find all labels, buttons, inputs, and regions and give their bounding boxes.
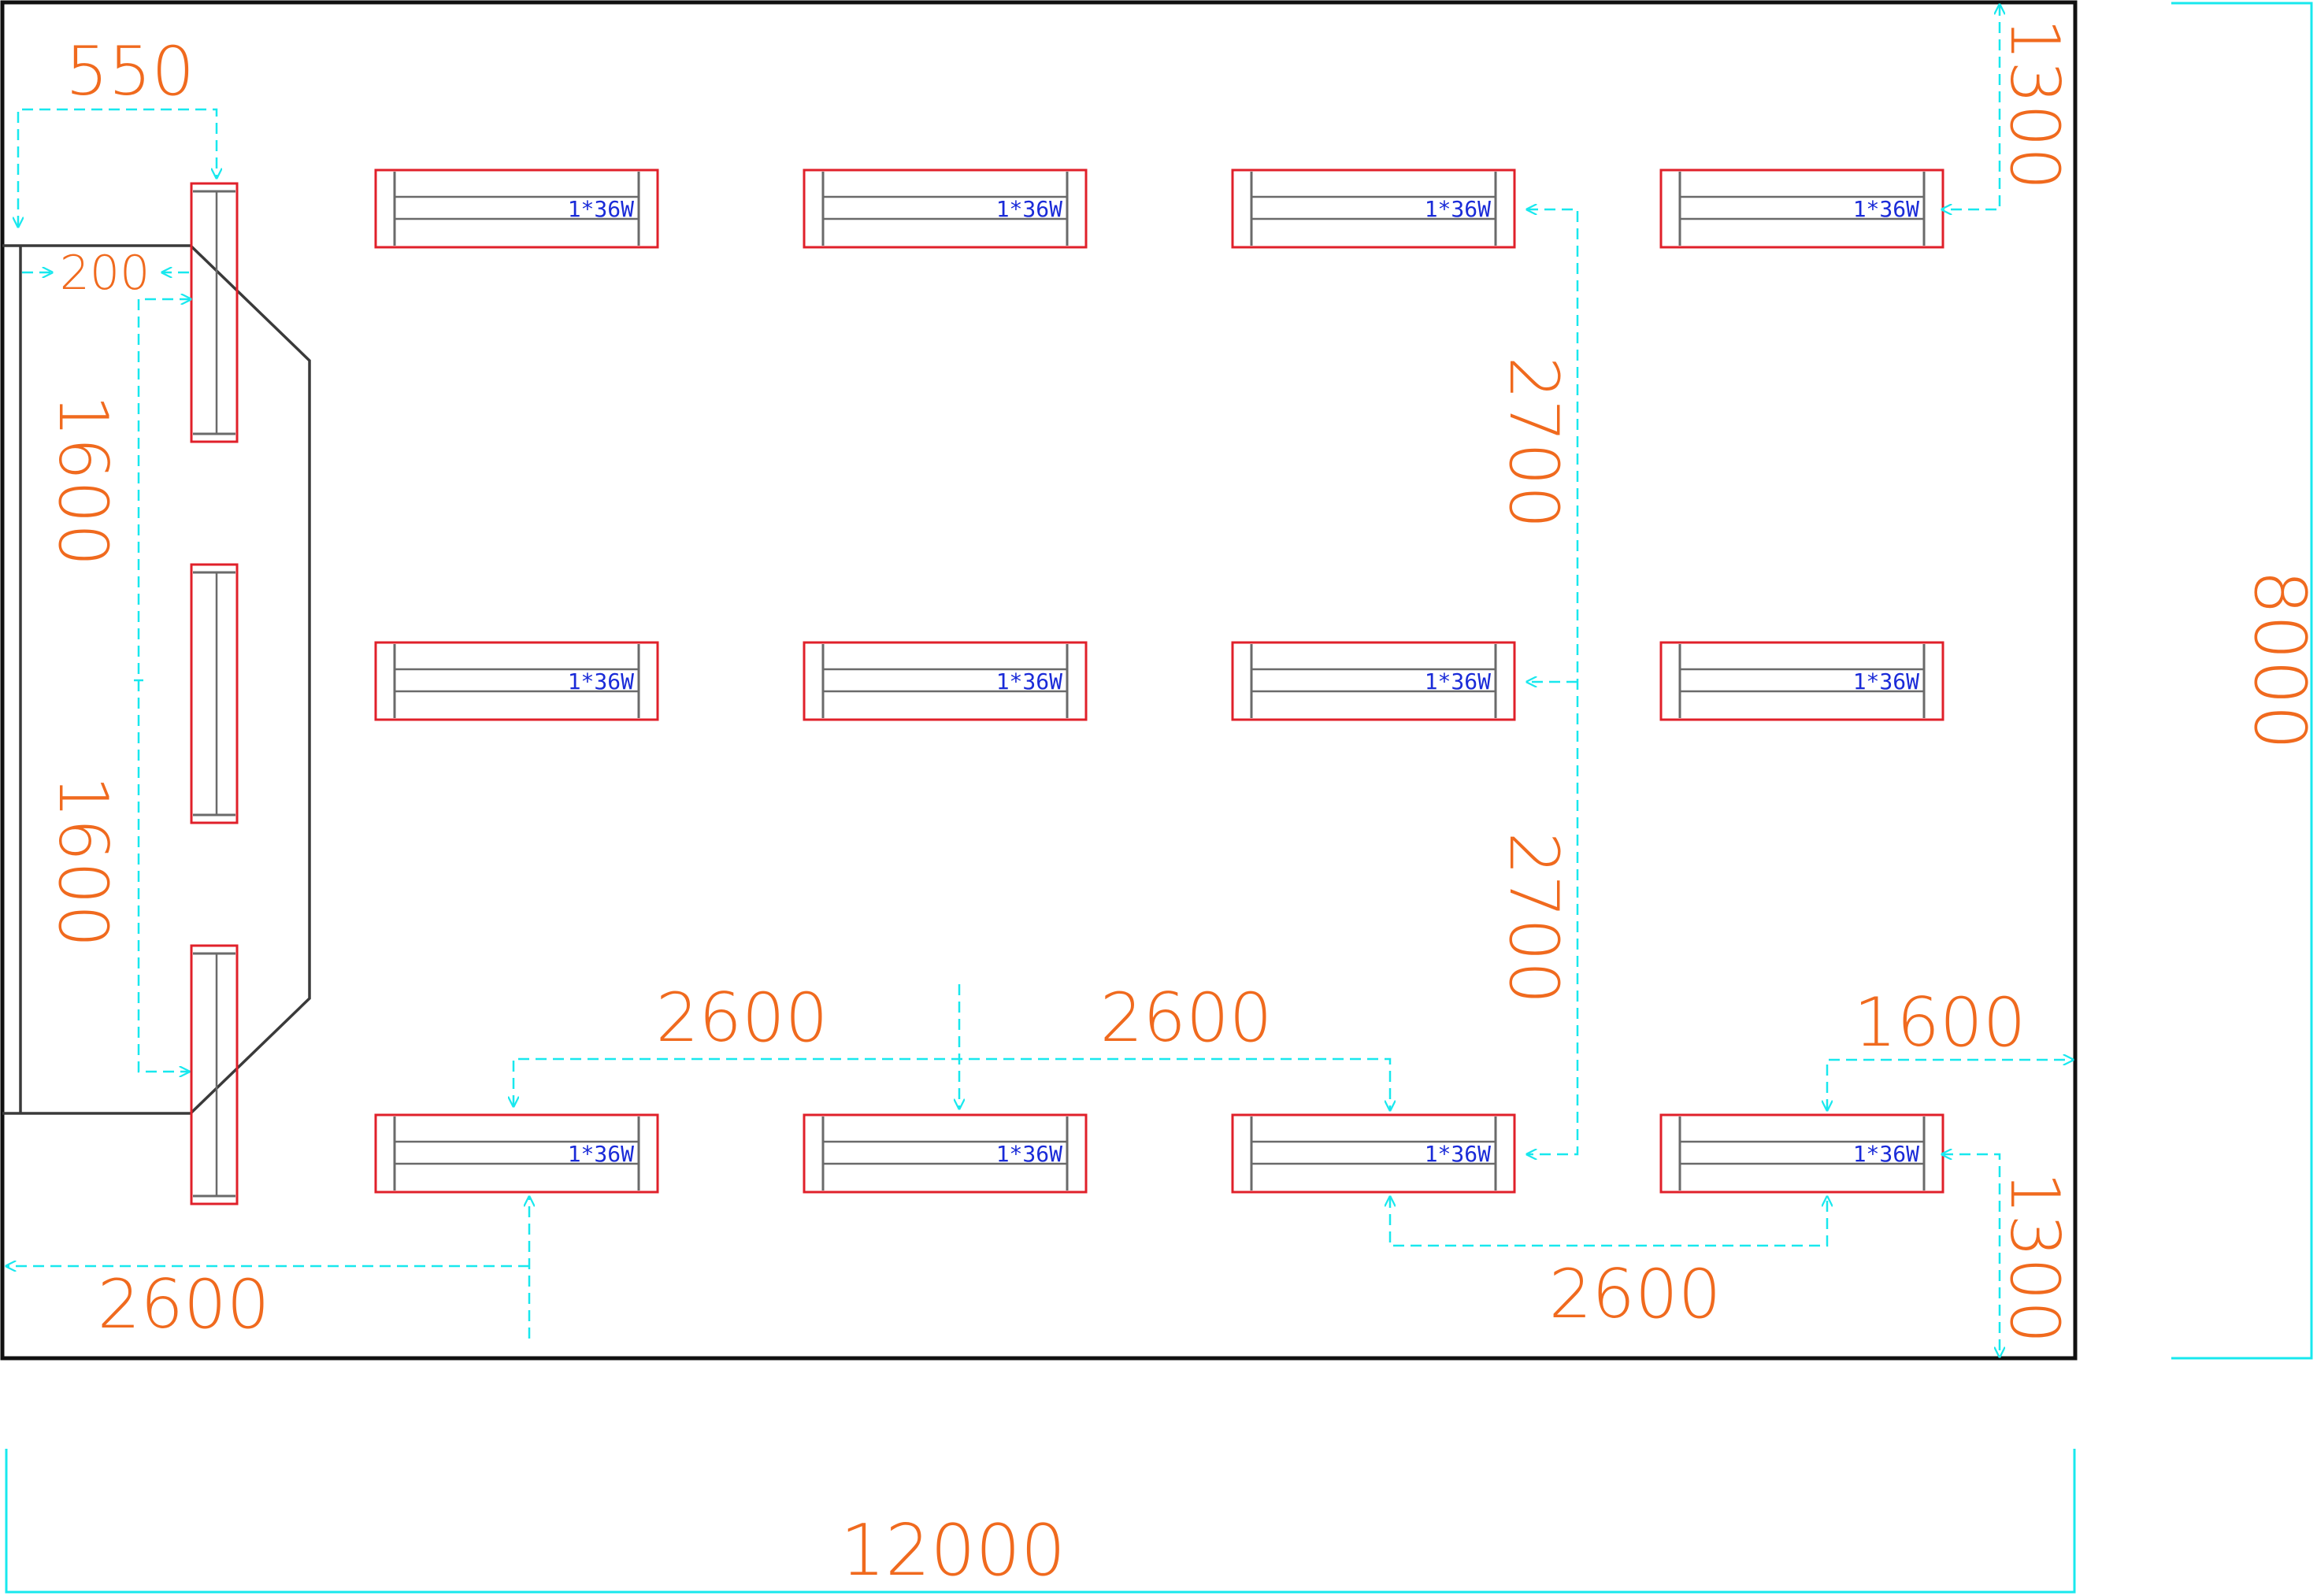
ceiling-lamp: 1*36W bbox=[803, 168, 1088, 249]
dim-label-12000: 12000 bbox=[840, 1509, 1066, 1592]
ceiling-lamp: 1*36W bbox=[374, 168, 659, 249]
ceiling-lamp: 1*36W bbox=[1659, 168, 1944, 249]
overall-dimensions bbox=[5, 2, 2313, 1594]
dim-line-1600-vertical bbox=[137, 299, 191, 1072]
ceiling-lamp: 1*36W bbox=[803, 1113, 1088, 1194]
dim-line-8000 bbox=[2171, 2, 2313, 1360]
dim-line-550 bbox=[18, 108, 217, 227]
lamp-layout: 1*36W 1*36W 1*36W 1*36W 1*36W 1*36W 1*36W 1*36W… bbox=[190, 168, 1944, 1205]
dim-line-2600-bottom bbox=[1390, 1197, 1827, 1247]
dimension-lines bbox=[6, 5, 2073, 1357]
dim-line-1300-bottom bbox=[1942, 1154, 2000, 1357]
dim-line-12000 bbox=[5, 1449, 2076, 1594]
dim-label-2700-lower: 2700 bbox=[1494, 832, 1573, 1005]
lamp-label: 1*36W bbox=[1425, 1141, 1491, 1167]
lamp-label: 1*36W bbox=[568, 668, 634, 694]
dim-label-2700-upper: 2700 bbox=[1494, 357, 1573, 529]
dim-label-8000: 8000 bbox=[2238, 569, 2317, 750]
ceiling-lamp: 1*36W bbox=[1659, 1113, 1944, 1194]
dim-line-1600-right bbox=[1827, 1060, 2073, 1110]
lamp-label: 1*36W bbox=[1425, 668, 1491, 694]
blackboard-lamp bbox=[190, 182, 239, 443]
dim-label-1600-upper: 1600 bbox=[43, 394, 122, 567]
ceiling-lamp: 1*36W bbox=[1231, 1113, 1516, 1194]
lamp-label: 1*36W bbox=[996, 1141, 1062, 1167]
dim-label-2600-top-right: 2600 bbox=[1100, 979, 1273, 1057]
dim-label-2600-bottom-right: 2600 bbox=[1549, 1255, 1722, 1334]
lamp-label: 1*36W bbox=[1853, 668, 1919, 694]
lamp-label: 1*36W bbox=[996, 196, 1062, 222]
ceiling-lamp: 1*36W bbox=[1231, 641, 1516, 721]
ceiling-lamp: 1*36W bbox=[1231, 168, 1516, 249]
dim-label-1600-lower: 1600 bbox=[43, 776, 122, 948]
lamp-label: 1*36W bbox=[1853, 1141, 1919, 1167]
dim-line-2600-top bbox=[513, 1057, 1390, 1110]
dim-label-1600-right: 1600 bbox=[1854, 983, 2026, 1062]
lamp-label: 1*36W bbox=[1425, 196, 1491, 222]
lamp-label: 1*36W bbox=[568, 196, 634, 222]
dim-label-1300-bottom: 1300 bbox=[1995, 1172, 2074, 1344]
ceiling-lamp: 1*36W bbox=[374, 641, 659, 721]
dim-line-1300-top bbox=[1942, 5, 2000, 209]
ceiling-lamp: 1*36W bbox=[374, 1113, 659, 1194]
lamp-label: 1*36W bbox=[996, 668, 1062, 694]
lamp-label: 1*36W bbox=[568, 1141, 634, 1167]
dim-label-2600-left: 2600 bbox=[98, 1265, 270, 1344]
podium bbox=[2, 244, 311, 1115]
dim-label-2600-top-left: 2600 bbox=[656, 979, 829, 1057]
ceiling-lamp: 1*36W bbox=[803, 641, 1088, 721]
blackboard-lamp bbox=[190, 563, 239, 824]
dim-label-200: 200 bbox=[60, 246, 150, 301]
room-wall bbox=[0, 0, 2078, 1361]
dim-label-550: 550 bbox=[65, 32, 195, 111]
ceiling-lamp: 1*36W bbox=[1659, 641, 1944, 721]
dim-label-1300-top: 1300 bbox=[1995, 18, 2074, 191]
lamp-label: 1*36W bbox=[1853, 196, 1919, 222]
